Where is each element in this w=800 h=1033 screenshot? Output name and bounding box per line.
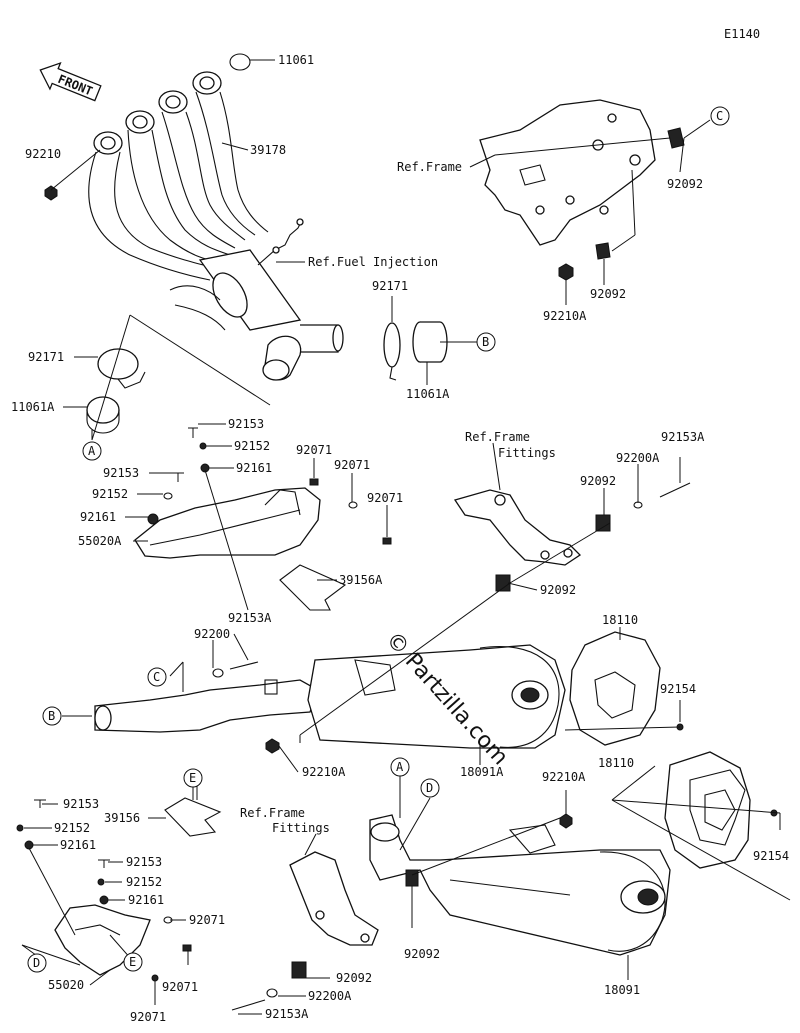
label-39156: 39156 xyxy=(104,811,140,825)
label-92153-d: 92153 xyxy=(126,855,162,869)
label-92071-a: 92071 xyxy=(296,443,332,457)
svg-text:A: A xyxy=(88,444,96,458)
label-92071-f: 92071 xyxy=(130,1010,166,1024)
svg-text:D: D xyxy=(426,781,433,795)
label-92210A-a: 92210A xyxy=(543,309,587,323)
label-11061: 11061 xyxy=(278,53,314,67)
label-92153A-c: 92153A xyxy=(265,1007,309,1021)
label-92200A-b: 92200A xyxy=(308,989,352,1003)
label-92092-d: 92092 xyxy=(540,583,576,597)
frame-fitting-bracket-right xyxy=(453,482,691,592)
callout-labels: 11061 39178 92210 Ref.Frame 92092 92092 … xyxy=(11,53,789,1024)
marker-C-top: C xyxy=(710,106,730,126)
label-92152-c: 92152 xyxy=(54,821,90,835)
label-92161-a: 92161 xyxy=(236,461,272,475)
svg-text:C: C xyxy=(153,670,160,684)
label-92092-f: 92092 xyxy=(336,971,372,985)
label-18110-a: 18110 xyxy=(602,613,638,627)
leader-lines xyxy=(21,59,791,1015)
frame-bracket xyxy=(479,99,685,281)
label-92152-b: 92152 xyxy=(92,487,128,501)
marker-B-mid: B xyxy=(42,706,62,726)
label-92153-c: 92153 xyxy=(63,797,99,811)
label-92200A-a: 92200A xyxy=(616,451,660,465)
label-92161-b: 92161 xyxy=(80,510,116,524)
label-92152-d: 92152 xyxy=(126,875,162,889)
muffler-cover-18110-a xyxy=(569,631,684,746)
svg-text:C: C xyxy=(716,109,723,123)
label-92092-c: 92092 xyxy=(580,474,616,488)
marker-D-left: D xyxy=(27,953,47,973)
label-92092-b: 92092 xyxy=(590,287,626,301)
mid-pipe-and-muffler-18091A xyxy=(94,644,566,754)
label-92152-a: 92152 xyxy=(234,439,270,453)
marker-C-mid: C xyxy=(147,667,167,687)
label-55020A: 55020A xyxy=(78,534,122,548)
label-ref-frame-fittings-1: Ref.Frame xyxy=(465,430,530,444)
marker-A-top: A xyxy=(82,441,102,461)
muffler-18091 xyxy=(369,813,671,956)
page-code: E1140 xyxy=(724,27,760,41)
label-92154-b: 92154 xyxy=(753,849,789,863)
label-39156A: 39156A xyxy=(339,573,383,587)
heat-guard-55020A xyxy=(134,427,392,611)
svg-text:A: A xyxy=(396,760,404,774)
label-fittings-1: Fittings xyxy=(498,446,556,460)
svg-text:B: B xyxy=(482,335,489,349)
label-ref-frame-fittings-2: Ref.Frame xyxy=(240,806,305,820)
marker-A-lower: A xyxy=(390,757,410,777)
label-18091A: 18091A xyxy=(460,765,504,779)
muffler-cover-18110-b xyxy=(664,751,778,869)
label-fittings-2: Fittings xyxy=(272,821,330,835)
label-92154-a: 92154 xyxy=(660,682,696,696)
label-92153-a: 92153 xyxy=(228,417,264,431)
label-92153A-a: 92153A xyxy=(661,430,705,444)
marker-E-lower: E xyxy=(123,952,143,972)
label-92161-d: 92161 xyxy=(128,893,164,907)
clamp-and-gasket-left xyxy=(86,348,146,434)
header-pipe-assembly xyxy=(44,53,344,381)
label-92071-b: 92071 xyxy=(334,458,370,472)
label-92092-e: 92092 xyxy=(404,947,440,961)
label-92071-d: 92071 xyxy=(189,913,225,927)
svg-text:E: E xyxy=(129,955,136,969)
label-11061A-left: 11061A xyxy=(11,400,55,414)
label-92210: 92210 xyxy=(25,147,61,161)
svg-text:B: B xyxy=(48,709,55,723)
label-92161-c: 92161 xyxy=(60,838,96,852)
label-92210A-b: 92210A xyxy=(302,765,346,779)
label-92071-c: 92071 xyxy=(367,491,403,505)
label-92092-a: 92092 xyxy=(667,177,703,191)
svg-text:E: E xyxy=(189,771,196,785)
label-92171-right: 92171 xyxy=(372,279,408,293)
svg-text:D: D xyxy=(33,956,40,970)
label-ref-frame: Ref.Frame xyxy=(397,160,462,174)
label-92153-b: 92153 xyxy=(103,466,139,480)
label-18091: 18091 xyxy=(604,983,640,997)
marker-E-top: E xyxy=(183,768,203,788)
front-arrow-icon: FRONT xyxy=(39,61,102,102)
label-92210A-c: 92210A xyxy=(542,770,586,784)
label-ref-fuel-injection: Ref.Fuel Injection xyxy=(308,255,438,269)
marker-D-lower: D xyxy=(420,778,440,798)
label-18110-b: 18110 xyxy=(598,756,634,770)
marker-B-top: B xyxy=(476,332,496,352)
label-39178: 39178 xyxy=(250,143,286,157)
clamp-and-gasket-right xyxy=(383,321,448,381)
label-92200: 92200 xyxy=(194,627,230,641)
label-92171-left: 92171 xyxy=(28,350,64,364)
label-55020: 55020 xyxy=(48,978,84,992)
label-92153A-b: 92153A xyxy=(228,611,272,625)
frame-fitting-bracket-lower xyxy=(231,851,379,1011)
label-11061A-right: 11061A xyxy=(406,387,450,401)
label-92071-e: 92071 xyxy=(162,980,198,994)
